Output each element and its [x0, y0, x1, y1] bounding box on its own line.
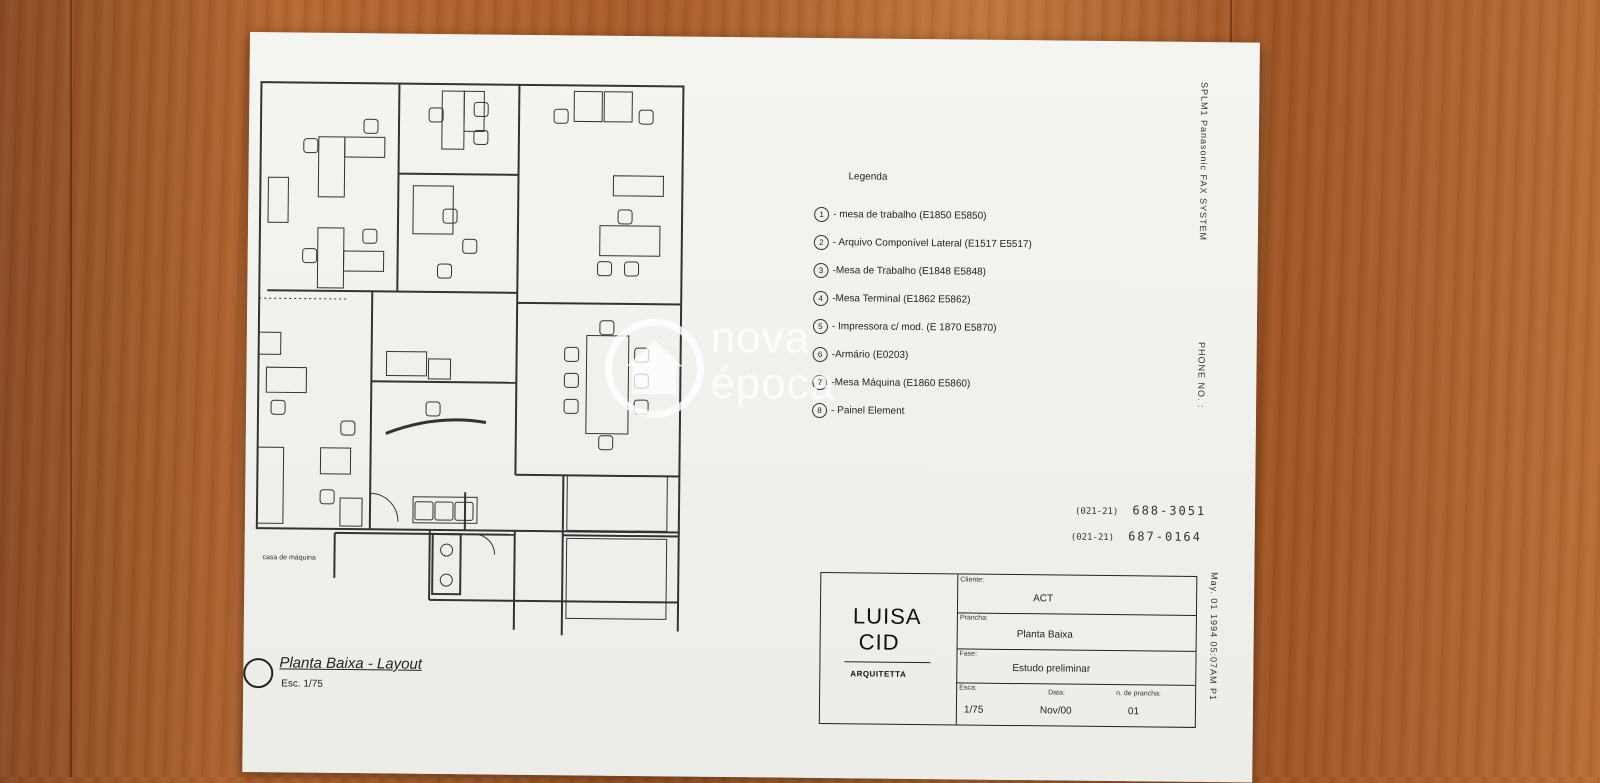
phone-line: (021-21) 687-0164 — [1071, 525, 1202, 545]
watermark-line: nova — [711, 313, 811, 364]
legend-item: 1 - mesa de trabalho (E1850 E5850) — [814, 200, 1032, 230]
legend-list: 1 - mesa de trabalho (E1850 E5850) 2 - Arq… — [812, 200, 1032, 426]
floor-plan-sheet: Legenda 1 - mesa de trabalho (E1850 E5850… — [242, 32, 1260, 783]
details-row: Esca: 1/75 Data: Nov/00 n. de prancha: 0… — [956, 682, 1195, 727]
phone-line: (021-21) 688-3051 — [1075, 499, 1206, 519]
phone-prefix: (021-21) — [1075, 507, 1118, 517]
date-label: Data: — [1048, 689, 1065, 696]
legend-text: -Mesa Máquina (E1860 E5860) — [831, 377, 970, 389]
legend-text: - Arquivo Componível Lateral (E1517 E551… — [833, 237, 1032, 250]
phone-label: PHONE NO. : — [1196, 342, 1207, 409]
legend-text: - Impressora c/ mod. (E 1870 E5870) — [832, 321, 997, 334]
legend-item: 6-Armário (E0203) — [813, 340, 1031, 370]
phase-field: Fase: Estudo preliminar — [956, 648, 1195, 686]
legend-text: - mesa de trabalho (E1850 E5850) — [833, 209, 987, 222]
legend-item: 5 - Impressora c/ mod. (E 1870 E5870) — [813, 312, 1031, 342]
sheet-number-label: n. de prancha: — [1116, 690, 1161, 697]
legend-number: 2 — [814, 234, 829, 249]
legend-text: - Painel Element — [831, 405, 904, 417]
legend-text: -Mesa Terminal (E1862 E5862) — [832, 293, 970, 305]
legend-item: 7-Mesa Máquina (E1860 E5860) — [812, 368, 1030, 398]
client-value: ACT — [1033, 593, 1053, 604]
fax-header: SPLM1 Panasonic FAX SYSTEM — [1198, 82, 1210, 241]
scale-value: 1/75 — [964, 705, 984, 716]
legend-number: 1 — [814, 206, 829, 221]
watermark-line: época — [710, 359, 835, 410]
legend-text: -Mesa de Trabalho (E1848 E5848) — [832, 265, 986, 278]
legend-title: Legenda — [848, 171, 887, 182]
title-marker-icon — [243, 658, 273, 688]
phase-value: Estudo preliminar — [1012, 663, 1090, 675]
legend-item: 2 - Arquivo Componível Lateral (E1517 E55… — [814, 228, 1032, 258]
logo-line: LUISA — [853, 603, 922, 630]
phone-number: 687-0164 — [1128, 529, 1202, 544]
architect-logo: LUISA CID ARQUITETTA — [820, 573, 959, 724]
legend-item: 3 -Mesa de Trabalho (E1848 E5848) — [813, 256, 1031, 286]
house-logo-icon — [604, 318, 705, 419]
plan-scale: Esc. 1/75 — [281, 678, 323, 689]
sheet-label: Prancha: — [960, 614, 988, 621]
fax-timestamp: May. 01 1994 05:07AM P1 — [1208, 572, 1219, 701]
sheet-number-value: 01 — [1128, 706, 1139, 717]
legend-number: 5 — [813, 318, 828, 333]
title-block: LUISA CID ARQUITETTA Cliente: ACT Pranch… — [819, 572, 1198, 728]
phase-label: Fase: — [959, 650, 977, 657]
sheet-field: Prancha: Planta Baixa — [957, 612, 1196, 652]
scale-label: Esca: — [959, 684, 977, 691]
logo-subtitle: ARQUITETTA — [850, 669, 906, 679]
legend-item: 8- Painel Element — [812, 396, 1030, 426]
plan-title: Planta Baixa - Layout — [279, 654, 422, 672]
legend-number: 3 — [813, 262, 828, 277]
date-value: Nov/00 — [1040, 705, 1072, 716]
client-field: Cliente: ACT — [957, 574, 1196, 616]
wood-plank-seam — [70, 0, 72, 777]
phone-prefix: (021-21) — [1071, 533, 1114, 543]
legend-number: 4 — [813, 290, 828, 305]
legend-text: -Armário (E0203) — [832, 349, 909, 361]
client-label: Cliente: — [960, 576, 984, 583]
sheet-value: Planta Baixa — [1017, 629, 1073, 641]
logo-line: CID — [859, 629, 900, 655]
logo-rule — [844, 661, 930, 663]
phone-number: 688-3051 — [1132, 503, 1206, 518]
room-label: casa de máquina — [262, 554, 315, 562]
legend-item: 4 -Mesa Terminal (E1862 E5862) — [813, 284, 1031, 314]
